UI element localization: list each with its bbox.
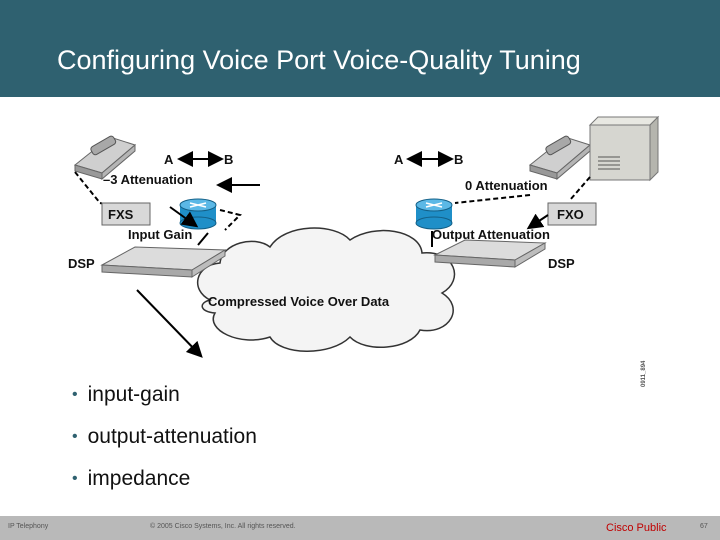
right-router-icon: [415, 198, 453, 230]
footer-classification: Cisco Public: [606, 522, 667, 534]
left-attenuation-label: –3 Attenuation: [103, 172, 193, 187]
right-telephone-icon: [528, 135, 592, 181]
slide-footer: IP Telephony © 2005 Cisco Systems, Inc. …: [0, 516, 720, 540]
right-attenuation-label: 0 Attenuation: [465, 178, 548, 193]
footer-copyright: © 2005 Cisco Systems, Inc. All rights re…: [150, 523, 296, 530]
slide-header: Configuring Voice Port Voice-Quality Tun…: [0, 0, 720, 97]
fxs-port: FXS: [101, 202, 151, 226]
voice-port-diagram: Compressed Voice Over Data A B –3 Attenu…: [68, 115, 660, 387]
slide-title: Configuring Voice Port Voice-Quality Tun…: [57, 45, 581, 75]
bullet-text: input-gain: [87, 383, 180, 406]
right-dsp-label: DSP: [548, 256, 575, 271]
output-attenuation-label: Output Attenuation: [432, 227, 550, 242]
footer-course: IP Telephony: [8, 523, 49, 530]
figure-id: 0911_894: [641, 360, 647, 387]
fxo-port: FXO: [547, 202, 597, 226]
right-b-label: B: [454, 152, 463, 167]
left-b-label: B: [224, 152, 233, 167]
bullet-text: impedance: [87, 467, 191, 490]
bullet-text: output-attenuation: [87, 425, 257, 448]
bullet-dot-icon: •: [72, 428, 78, 445]
bullet-item: • output-attenuation: [72, 422, 257, 464]
fxs-label: FXS: [108, 207, 134, 222]
left-dsp-label: DSP: [68, 256, 95, 271]
right-dsp: [433, 239, 547, 268]
left-dsp: [100, 246, 227, 278]
cloud-label: Compressed Voice Over Data: [208, 294, 390, 309]
pbx-icon: [588, 115, 660, 182]
fxo-label: FXO: [557, 207, 584, 222]
left-a-label: A: [164, 152, 174, 167]
right-a-label: A: [394, 152, 404, 167]
bullet-item: • impedance: [72, 464, 257, 506]
wan-cloud: Compressed Voice Over Data: [196, 227, 456, 352]
footer-page-number: 67: [700, 523, 708, 530]
left-router-icon: [179, 198, 217, 230]
bullet-list: • input-gain • output-attenuation • impedan…: [72, 380, 257, 506]
left-telephone-icon: [73, 135, 137, 181]
bullet-item: • input-gain: [72, 380, 257, 422]
input-gain-label: Input Gain: [128, 227, 192, 242]
bullet-dot-icon: •: [72, 470, 78, 487]
bullet-dot-icon: •: [72, 386, 78, 403]
